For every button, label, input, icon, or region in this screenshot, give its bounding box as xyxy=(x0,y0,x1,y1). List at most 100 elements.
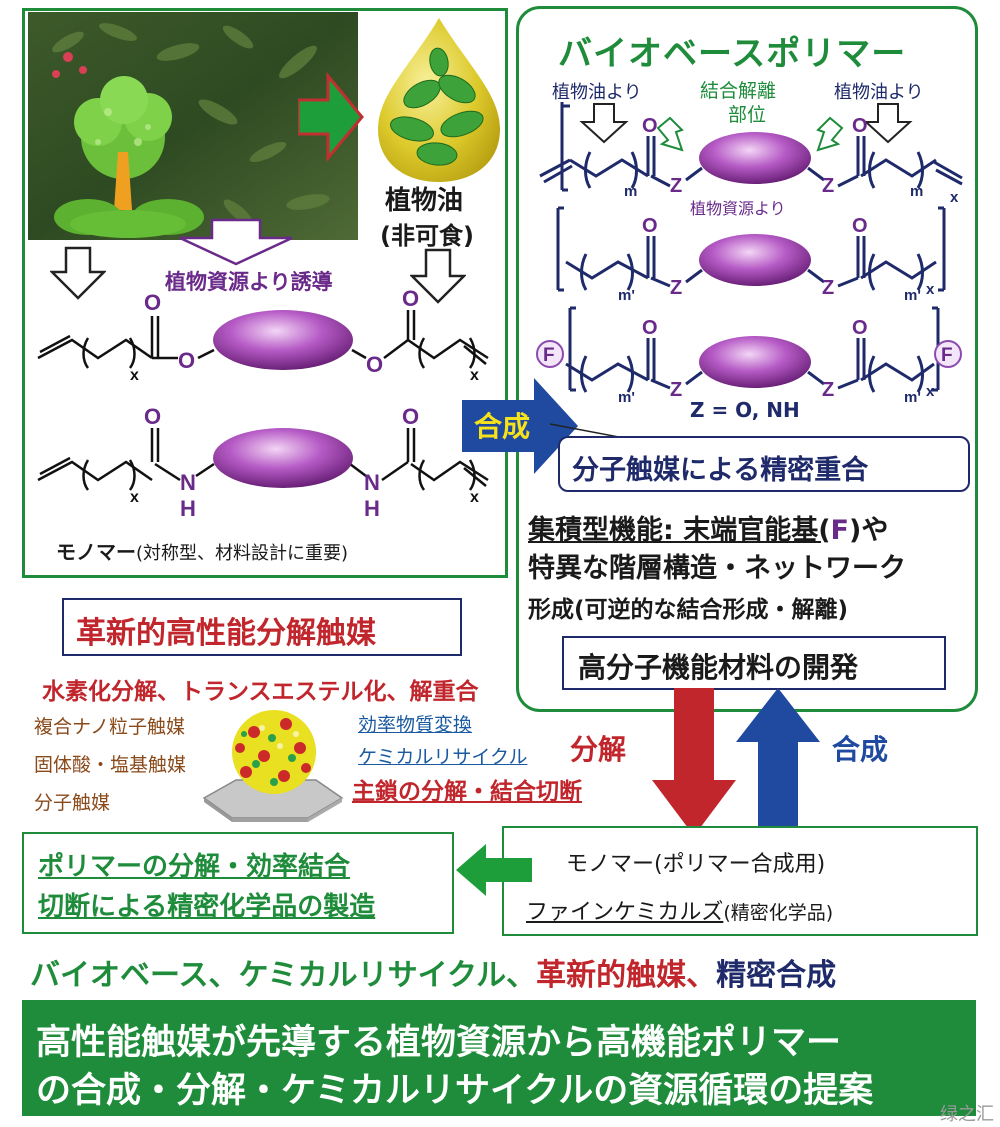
fine-chem-label: ファインケミカルズ xyxy=(526,900,724,925)
z-label: Z xyxy=(670,379,682,401)
banner-line-1: 高性能触媒が先導する植物資源から高機能ポリマー xyxy=(36,1023,842,1063)
oxygen-label: O xyxy=(852,115,868,137)
z-definition: Z = O, NH xyxy=(690,398,800,422)
subscript-x: x xyxy=(926,281,935,298)
subscript-x: x xyxy=(130,489,139,506)
integrated-function-tail: )や xyxy=(849,515,889,546)
fine-chemicals-line-1: ポリマーの分解・効率結合 xyxy=(38,852,351,882)
precise-polymerization-box xyxy=(558,436,970,492)
catalyst-reactions: 水素化分解、トランスエステル化、解重合 xyxy=(42,679,479,705)
integrated-function-line-2: 特異な階層構造・ネットワーク xyxy=(528,553,906,584)
right-arrow-icon xyxy=(298,72,364,162)
oil-droplet-icon xyxy=(378,18,500,182)
oxygen-label: O xyxy=(642,317,658,339)
keyword-innovative-catalyst: 革新的触媒、 xyxy=(536,958,717,993)
development-label: 高分子機能材料の開発 xyxy=(578,651,859,684)
z-label: Z xyxy=(670,175,682,197)
oxygen-label: O xyxy=(642,215,658,237)
oxygen-label: O xyxy=(402,288,419,311)
veg-oil-right-label: 植物油より xyxy=(834,82,924,103)
precise-polymerization-label: 分子触媒による精密重合 xyxy=(572,455,869,486)
terminal-f-label: F xyxy=(941,345,953,366)
fine-chem-note: (精密化学品) xyxy=(723,902,834,924)
derive-arrow-icon xyxy=(179,218,293,266)
main-chain-cleavage: 主鎖の分解・結合切断 xyxy=(352,779,582,805)
z-label: Z xyxy=(822,277,834,299)
synthesis-arrow-label: 合成 xyxy=(474,410,531,443)
bond-site-label-1: 結合解離 xyxy=(700,80,777,102)
subscript-m-prime: m' xyxy=(904,287,921,304)
catalyst-title-box xyxy=(62,598,462,656)
keywords-line: バイオベース、ケミカルリサイクル、革新的触媒、精密合成 xyxy=(30,950,836,994)
bond-site-label-2: 部位 xyxy=(728,104,767,126)
synthesize-arrow-icon xyxy=(736,688,820,828)
plant-resource-label: 植物資源より xyxy=(690,199,786,218)
nitrogen-label: N xyxy=(364,470,380,495)
oxygen-label: O xyxy=(402,404,419,429)
polymer-structures: O O Z Z m m x 植物資源より O O Z Z m' m' x xyxy=(536,102,963,406)
hydrogen-label: H xyxy=(364,496,380,520)
integrated-function-f: F xyxy=(830,515,849,546)
subscript-x: x xyxy=(470,367,479,384)
oxygen-label: O xyxy=(144,290,161,315)
keyword-biobased: バイオベース、 xyxy=(30,958,239,993)
decompose-label: 分解 xyxy=(570,733,627,766)
integrated-function-text: 集積型機能: 末端官能基( xyxy=(528,515,831,546)
monomer-note: (対称型、材料設計に重要) xyxy=(136,543,349,564)
oil-sub-label: (非可食) xyxy=(380,222,474,250)
catalyst-type-3: 分子触媒 xyxy=(34,792,111,814)
z-label: Z xyxy=(670,277,682,299)
keyword-precise-synthesis: 精密合成 xyxy=(716,958,837,993)
veg-oil-left-label: 植物油より xyxy=(552,82,642,103)
synthesize-label: 合成 xyxy=(832,733,889,766)
down-arrow-icon xyxy=(410,248,466,304)
integrated-function-line-3: 形成(可逆的な結合形成・解離) xyxy=(528,597,849,623)
subscript-m-prime: m' xyxy=(618,287,635,304)
catalyst-type-2: 固体酸・塩基触媒 xyxy=(34,754,187,776)
nitrogen-label: N xyxy=(180,470,196,495)
amide-monomer-structure: O O N H N H x x xyxy=(37,404,489,520)
nanoparticle-catalyst-icon xyxy=(202,710,344,822)
catalyst-title: 革新的高性能分解触媒 xyxy=(76,616,376,651)
oil-label: 植物油 xyxy=(385,186,464,216)
z-label: Z xyxy=(822,379,834,401)
monomer-use-label: モノマー(ポリマー合成用) xyxy=(566,852,826,877)
oxygen-label: O xyxy=(144,404,161,429)
hydrogen-label: H xyxy=(180,496,196,520)
subscript-x: x xyxy=(950,189,959,206)
decompose-arrow-icon xyxy=(652,688,736,836)
banner-line-2: の合成・分解・ケミカルリサイクルの資源循環の提案 xyxy=(36,1071,874,1111)
monomer-output-box xyxy=(502,826,978,936)
down-arrow-icon xyxy=(50,246,106,300)
oxygen-label: O xyxy=(852,215,868,237)
synthesis-arrow-icon xyxy=(462,378,578,474)
subscript-m-prime: m' xyxy=(904,389,921,406)
monomer-caption: モノマー(対称型、材料設計に重要) xyxy=(56,536,348,565)
ester-monomer-structure: O O O O x x xyxy=(37,288,489,384)
oxygen-label: O xyxy=(366,352,383,377)
oxygen-label: O xyxy=(642,115,658,137)
tree-illustration xyxy=(54,76,204,238)
monomer-label: モノマー xyxy=(56,540,136,564)
effect-2: ケミカルリサイクル xyxy=(358,746,528,768)
subscript-m-prime: m' xyxy=(618,389,635,406)
subscript-x: x xyxy=(130,367,139,384)
subscript-x: x xyxy=(470,489,479,506)
oxygen-label: O xyxy=(852,317,868,339)
proposal-banner xyxy=(22,1000,976,1116)
development-box xyxy=(562,636,946,690)
fine-chem-line: ファインケミカルズ(精密化学品) xyxy=(526,894,833,926)
left-arrow-icon xyxy=(456,844,532,896)
fine-chemicals-line-2: 切断による精密化学品の製造 xyxy=(38,892,376,922)
subscript-m: m xyxy=(910,183,923,200)
subscript-x: x xyxy=(926,383,935,400)
derive-label: 植物資源より誘導 xyxy=(165,270,333,294)
terminal-f-label: F xyxy=(543,345,555,366)
effect-1: 効率物質変換 xyxy=(358,714,473,736)
polymer-title: バイオベースポリマー xyxy=(558,34,907,74)
watermark: 绿之汇 xyxy=(940,1104,994,1125)
keyword-chemical-recycle: ケミカルリサイクル、 xyxy=(238,958,537,993)
z-label: Z xyxy=(822,175,834,197)
oxygen-label: O xyxy=(178,348,195,373)
fine-chemicals-box xyxy=(22,832,454,934)
